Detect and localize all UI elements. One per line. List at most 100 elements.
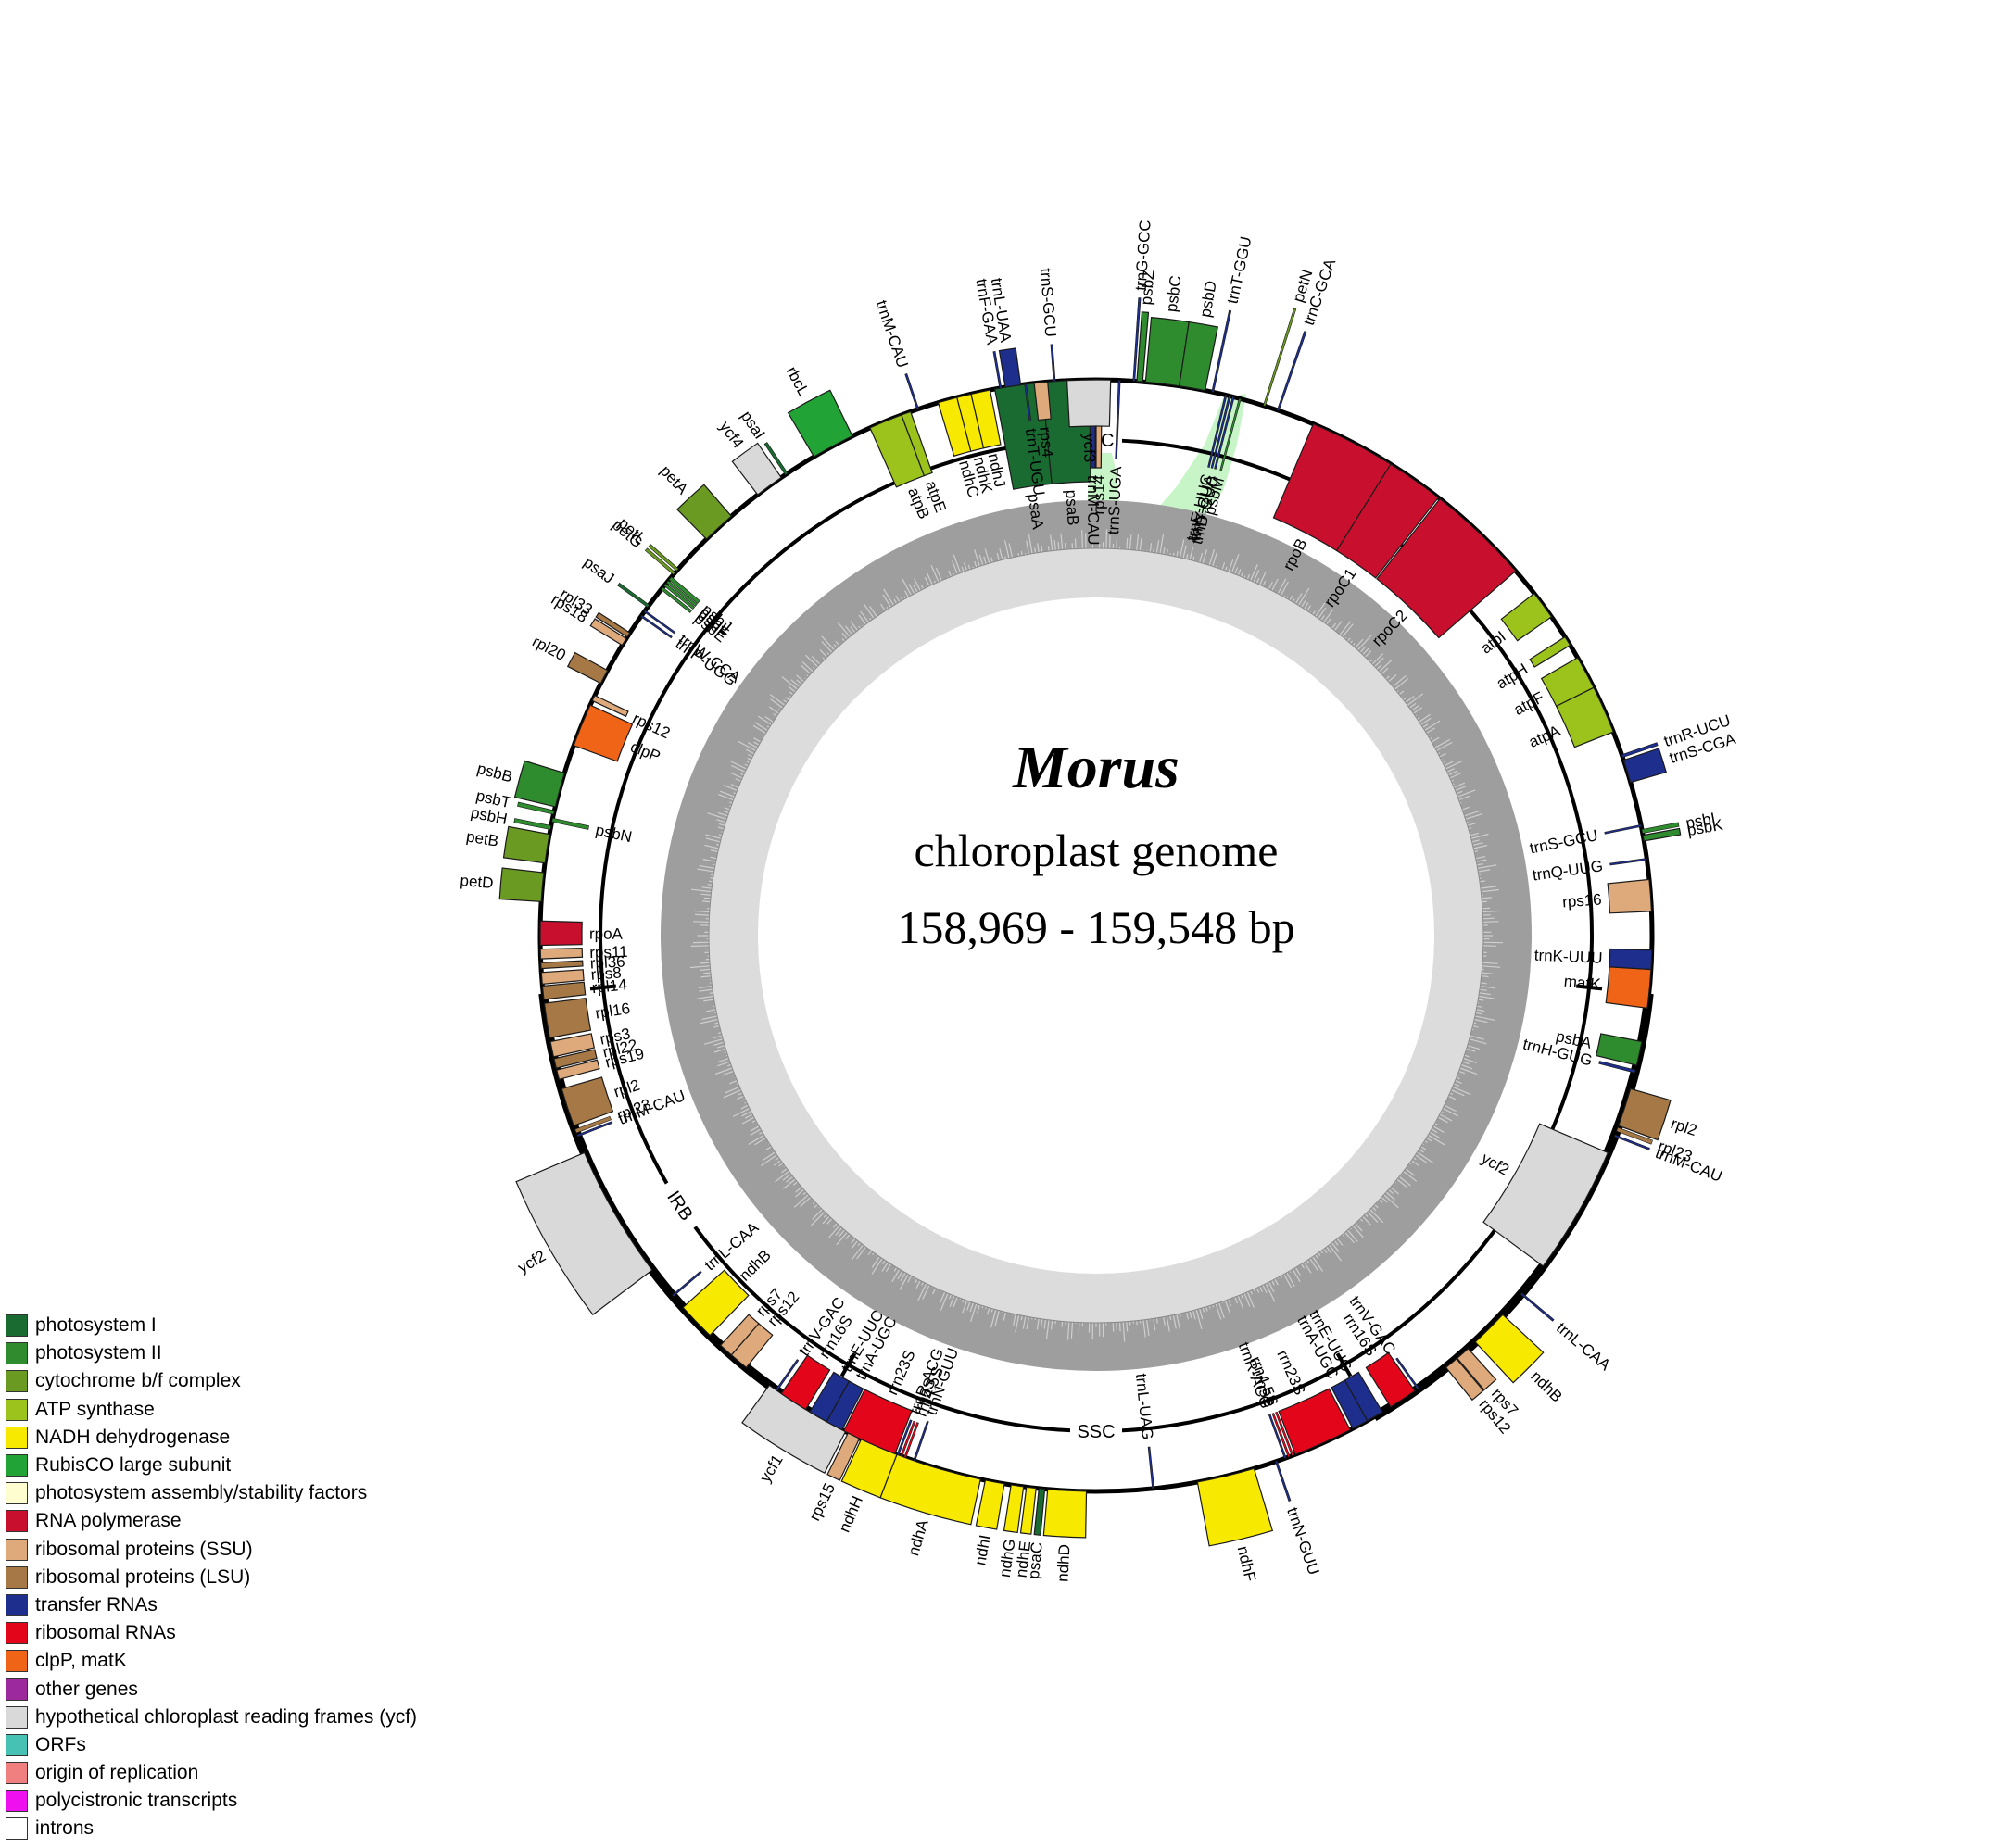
gene-block-rpl2	[561, 1076, 614, 1126]
gene-block-ndhj	[970, 389, 1002, 449]
legend-item: ribosomal proteins (SSU)	[6, 1536, 417, 1564]
gene-block-rrn23s	[842, 1389, 913, 1455]
gene-block-rpoc1	[1335, 463, 1440, 579]
legend-label: transfer RNAs	[35, 1593, 158, 1615]
gene-label-psac: psaC	[1025, 1541, 1046, 1579]
gene-block-psbb	[513, 760, 565, 808]
legend-label: other genes	[35, 1678, 138, 1700]
gene-label-atpa: atpA	[1526, 722, 1563, 751]
legend-item: photosystem assembly/stability factors	[6, 1479, 417, 1507]
gene-block-trnd-guc	[1214, 396, 1235, 470]
gene-block-psbn	[551, 817, 590, 830]
gene-block-rpl23	[1616, 1126, 1654, 1145]
gene-block-psba	[1595, 1033, 1643, 1066]
gene-label-ycf2: ycf2	[515, 1247, 549, 1276]
legend-label: RNA polymerase	[35, 1510, 182, 1532]
gene-block-rpl20	[566, 651, 609, 685]
gene-label-ndhi: ndhI	[971, 1533, 994, 1566]
gene-block-rps12	[591, 694, 629, 718]
legend-swatch	[6, 1426, 28, 1449]
gene-block-rpl36	[540, 960, 584, 970]
gene-label-trnk-uuu: trnK-UUU	[1533, 947, 1602, 967]
gene-label-rpl2: rpl2	[612, 1076, 642, 1101]
gene-block-trnk-uuu	[1609, 948, 1653, 971]
legend-label: polycistronic transcripts	[35, 1790, 238, 1812]
gene-block-trnv-gac	[775, 1359, 800, 1391]
legend-label: ribosomal proteins (SSU)	[35, 1538, 253, 1560]
gene-block-psbf	[663, 583, 696, 610]
gene-label-ycf2: ycf2	[1478, 1150, 1512, 1179]
legend-swatch	[6, 1565, 28, 1589]
gene-label-rps4: rps4	[1036, 426, 1056, 459]
gene-block-trnl-uag	[1147, 1446, 1155, 1490]
gene-block-rrn5s	[1271, 1413, 1291, 1458]
legend-swatch	[6, 1342, 28, 1365]
gene-block-rps4	[1033, 381, 1052, 421]
gene-label-peta: petA	[657, 462, 692, 498]
gene-block-rbcl	[787, 389, 853, 458]
gene-block-psaj	[617, 582, 650, 609]
legend-swatch	[6, 1817, 28, 1841]
region-label-ssc-text: SSC	[1077, 1422, 1115, 1442]
legend-label: introns	[35, 1817, 95, 1840]
legend-label: hypothetical chloroplast reading frames …	[35, 1705, 418, 1728]
gene-block-rps7	[719, 1314, 760, 1356]
legend-item: RubisCO large subunit	[6, 1452, 417, 1479]
gene-block-rrn4-5s	[903, 1422, 919, 1459]
gene-block-ndhg	[1003, 1484, 1025, 1534]
gene-label-psbn: psbN	[594, 821, 634, 846]
gene-label-ndha: ndhA	[904, 1517, 932, 1558]
legend-swatch	[6, 1593, 28, 1616]
gene-block-rps16	[1607, 878, 1653, 914]
quadrant-boundary-tick	[1575, 984, 1603, 991]
gene-block-petg	[644, 547, 676, 575]
gene-block-petl	[648, 544, 679, 572]
gene-block-petd	[498, 867, 545, 903]
legend-swatch	[6, 1510, 28, 1533]
gene-label-trnl-caa: trnL-CAA	[1553, 1319, 1614, 1375]
gene-block-trnq-uug	[1609, 858, 1647, 866]
gene-block-atpe	[901, 410, 933, 477]
gene-block-psbi	[1641, 822, 1680, 834]
gene-block-psai	[763, 442, 789, 475]
gene-block-rpl16	[543, 997, 592, 1039]
gene-label-ycf1: ycf1	[756, 1452, 786, 1486]
gene-block-psbd	[1179, 321, 1218, 392]
gene-block-peta	[676, 484, 733, 540]
legend-item: cytochrome b/f complex	[6, 1367, 417, 1395]
gene-label-ndhh: ndhH	[836, 1493, 866, 1535]
gene-block-trns-gcu	[1604, 824, 1642, 835]
legend-item: hypothetical chloroplast reading frames …	[6, 1703, 417, 1731]
gene-label-rps11: rps11	[589, 943, 628, 962]
gene-label-rpl2: rpl2	[1669, 1114, 1699, 1139]
gene-block-rpoc2	[1376, 497, 1517, 639]
gene-block-rpoa	[539, 920, 583, 947]
gene-block-trnl-uaa	[998, 347, 1022, 388]
gene-label-rps16: rps16	[1561, 890, 1602, 911]
gene-block-trna-ugc	[1331, 1379, 1369, 1430]
quadrant-boundary-tick	[1335, 1352, 1353, 1377]
legend-label: ATP synthase	[35, 1398, 155, 1420]
gene-block-rpl23	[574, 1115, 612, 1134]
gene-block-rps7	[1456, 1348, 1497, 1391]
gene-block-ycf2	[1482, 1123, 1609, 1267]
gene-block-trnm-cau	[576, 1121, 613, 1138]
gene-label-petd: petD	[460, 872, 494, 892]
gene-block-trnh-gug	[1598, 1061, 1636, 1074]
gene-block-rps11	[539, 947, 584, 960]
gene-block-trny-gua	[1210, 395, 1231, 469]
gene-block-psac	[1033, 1488, 1046, 1536]
gene-label-trnm-cau: trnM-CAU	[1084, 475, 1102, 546]
legend-label: ORFs	[35, 1733, 86, 1755]
gene-block-trnm-cau	[1614, 1134, 1650, 1150]
gene-label-petb: petB	[465, 827, 500, 849]
legend-item: photosystem II	[6, 1339, 417, 1367]
gene-block-rpl14	[541, 981, 587, 1000]
gene-block-atpa	[1555, 686, 1615, 748]
gene-block-petb	[502, 825, 550, 864]
gene-label-ycf3: ycf3	[1080, 434, 1098, 462]
gene-label-rpl14: rpl14	[591, 975, 628, 997]
gene-block-atph	[1529, 635, 1571, 668]
gene-block-trnw-cca	[643, 610, 676, 635]
gene-label-psbd: psbD	[1196, 280, 1220, 319]
